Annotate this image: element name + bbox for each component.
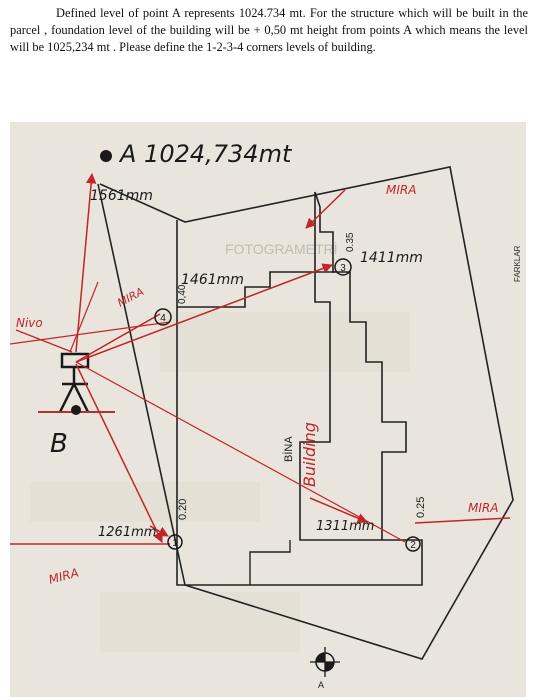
reading-1: 1261mm	[98, 525, 156, 540]
building-word: Building	[300, 422, 319, 487]
nivo-label: Nivo	[16, 316, 43, 330]
station-b-marker	[71, 405, 81, 415]
arrow-mira-3	[305, 189, 346, 229]
building-outline	[176, 192, 423, 586]
svg-text:A: A	[318, 680, 324, 690]
faded-print-text: FOTOGRAMETRİ	[225, 240, 338, 257]
corner-1-label: 1	[172, 538, 178, 549]
level-line	[10, 321, 171, 345]
corner-2-marker	[405, 536, 421, 552]
sight-line-1	[75, 363, 163, 543]
height-2: 0.25	[415, 497, 427, 518]
building-outline-top	[177, 271, 335, 308]
reading-2: 1311mm	[316, 519, 374, 534]
sight-line-4	[75, 313, 161, 363]
survey-sketch-photo: FOTOGRAMETRİ A 1024,734mt B Nivo 1561mm …	[10, 122, 526, 697]
reading-3: 1411mm	[360, 250, 423, 266]
mira-label-top-right: MIRA	[386, 183, 416, 197]
sight-line-3	[75, 263, 333, 363]
station-b-label: B	[50, 429, 68, 459]
building-outline-right	[314, 191, 407, 540]
edge-text: FARKLAR	[513, 245, 522, 282]
building-label: BİNA	[282, 436, 295, 462]
reading-a: 1561mm	[90, 188, 153, 204]
corner-3-marker	[334, 258, 352, 276]
sight-line-2	[75, 361, 406, 543]
survey-sketch: FOTOGRAMETRİ A 1024,734mt B Nivo 1561mm …	[10, 122, 526, 697]
mira-label-right-bottom: MIRA	[468, 501, 498, 515]
height-3: 0.35	[345, 232, 356, 252]
corner-4-label: 4	[160, 313, 166, 324]
tripod	[58, 367, 90, 413]
height-4: 0,40	[177, 284, 188, 304]
point-a-marker	[100, 150, 112, 162]
sight-line-a	[75, 172, 97, 353]
corner-2-label: 2	[410, 540, 416, 551]
building-step	[249, 540, 291, 585]
height-1: 0.20	[177, 499, 189, 520]
arrow-reading-1	[149, 525, 169, 537]
north-arrow-icon: A	[310, 647, 340, 690]
corner-4-marker	[154, 308, 172, 326]
arrow-reading-2	[309, 497, 368, 524]
corner-1-marker	[167, 534, 183, 550]
ground-line-2	[414, 517, 511, 524]
reading-4: 1461mm	[181, 272, 244, 288]
point-a-label: A 1024,734mt	[118, 140, 293, 168]
corner-3-label: 3	[340, 263, 346, 274]
question-text: Defined level of point A represents 1024…	[10, 6, 528, 54]
